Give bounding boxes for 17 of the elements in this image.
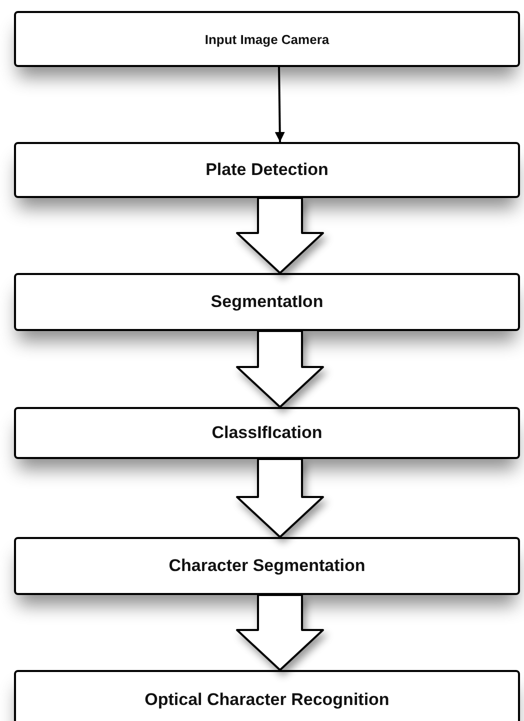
process-box [14, 407, 520, 459]
arrow [274, 66, 285, 142]
process-box [14, 670, 520, 721]
step-label: Plate Detection [206, 160, 328, 180]
process-box [14, 142, 520, 198]
step-label: SegmentatIon [210, 292, 324, 312]
process-box [14, 273, 520, 331]
step-label: Character Segmentation [168, 556, 366, 576]
block-arrow [236, 594, 324, 671]
process-box [14, 537, 520, 595]
block-arrow [236, 458, 324, 538]
step-label: Optical Character Recognition [144, 690, 390, 710]
block-arrow [236, 330, 324, 408]
step-label: Input Image Camera [204, 32, 330, 46]
step-label: ClassIfIcation [212, 423, 322, 443]
block-arrow [236, 197, 324, 274]
process-box [14, 11, 520, 67]
